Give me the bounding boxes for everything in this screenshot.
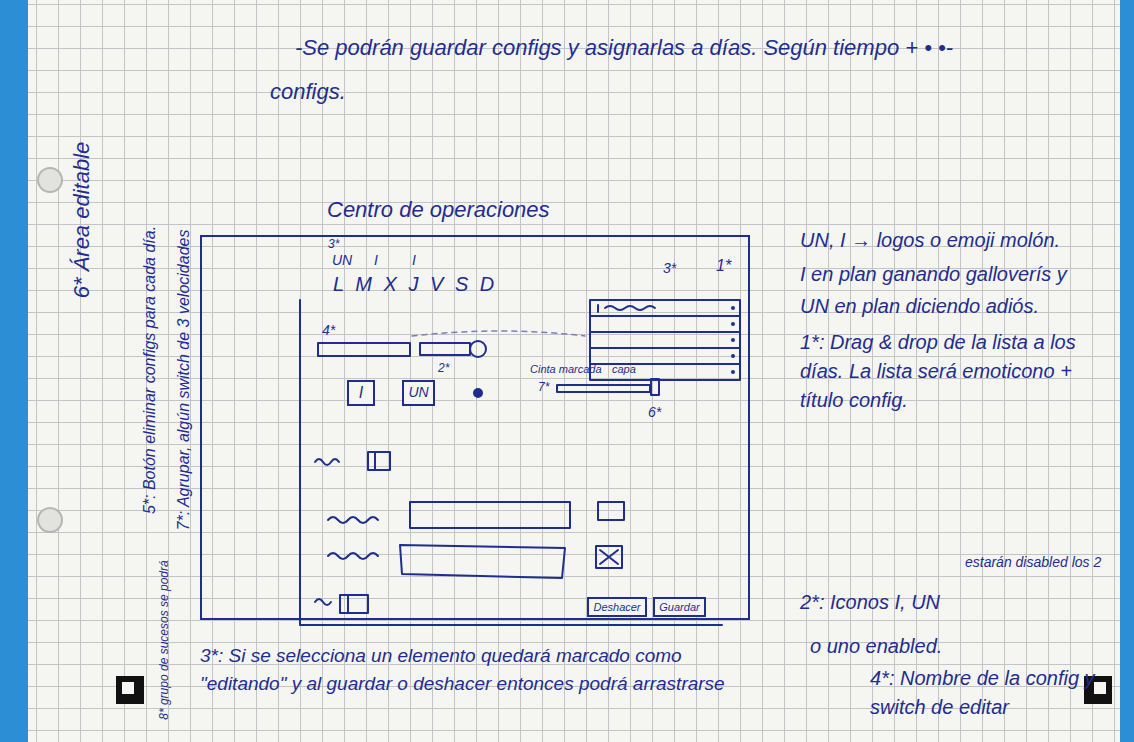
vertical-note: 5*: Botón eliminar configs para cada día…	[138, 226, 161, 514]
dashed-line	[412, 331, 585, 336]
callout-number: 6*	[648, 402, 661, 422]
slider	[557, 379, 659, 395]
button-label: Guardar	[659, 601, 699, 613]
punch-hole	[38, 508, 62, 532]
save-button: Guardar	[653, 597, 706, 617]
callout-number: 2*	[438, 360, 449, 377]
note: UN, I → logos o emoji molón.	[800, 226, 1115, 255]
callout-number: 3*	[328, 236, 339, 253]
callout-number: 3*	[663, 258, 676, 278]
undo-button: Deshacer	[587, 597, 647, 617]
button-label: UN	[408, 385, 428, 400]
name-field	[318, 343, 410, 356]
edit-switch	[420, 341, 486, 357]
icon-box: UN	[402, 380, 435, 406]
note: -Se podrán guardar configs y asignarlas …	[295, 32, 953, 64]
panel-title: Centro de operaciones	[327, 197, 550, 223]
dot	[474, 389, 482, 397]
button-label: Deshacer	[593, 601, 640, 613]
note: 2*: Iconos I, UN	[800, 588, 960, 617]
note: 1*: Drag & drop de la lista a los días. …	[800, 328, 1112, 415]
icon-label: I	[374, 250, 378, 270]
button-label: I	[359, 384, 363, 402]
note: 4*: Nombre de la config y switch de edit…	[870, 664, 1110, 722]
config-list	[590, 300, 740, 380]
weekday-row: L M X J V S D	[333, 270, 494, 299]
small-note: capa	[612, 362, 636, 378]
callout-number: 1*	[716, 254, 731, 277]
note: 3*: Si se selecciona un elemento quedará…	[200, 642, 765, 697]
vertical-note: 6* Área editable	[66, 142, 98, 299]
vertical-note: 8* grupo de sucesos se podrá	[156, 560, 173, 719]
note: o uno enabled.	[810, 632, 942, 661]
note: I en plan ganando galloverís y	[800, 260, 1115, 289]
note: estarán disabled los 2	[965, 552, 1115, 572]
icon-label: UN	[332, 250, 352, 270]
punch-hole	[38, 168, 62, 192]
small-note: Cinta marcada	[530, 362, 602, 378]
icon-label: I	[412, 250, 416, 270]
callout-number: 7*	[538, 379, 549, 396]
icon-box: I	[347, 380, 375, 406]
note: configs.	[270, 76, 346, 108]
event-rows	[315, 452, 624, 613]
note: UN en plan diciendo adiós.	[800, 292, 1115, 321]
vertical-note: 7*: Agrupar, algún switch de 3 velocidad…	[172, 230, 195, 531]
callout-number: 4*	[322, 320, 335, 340]
